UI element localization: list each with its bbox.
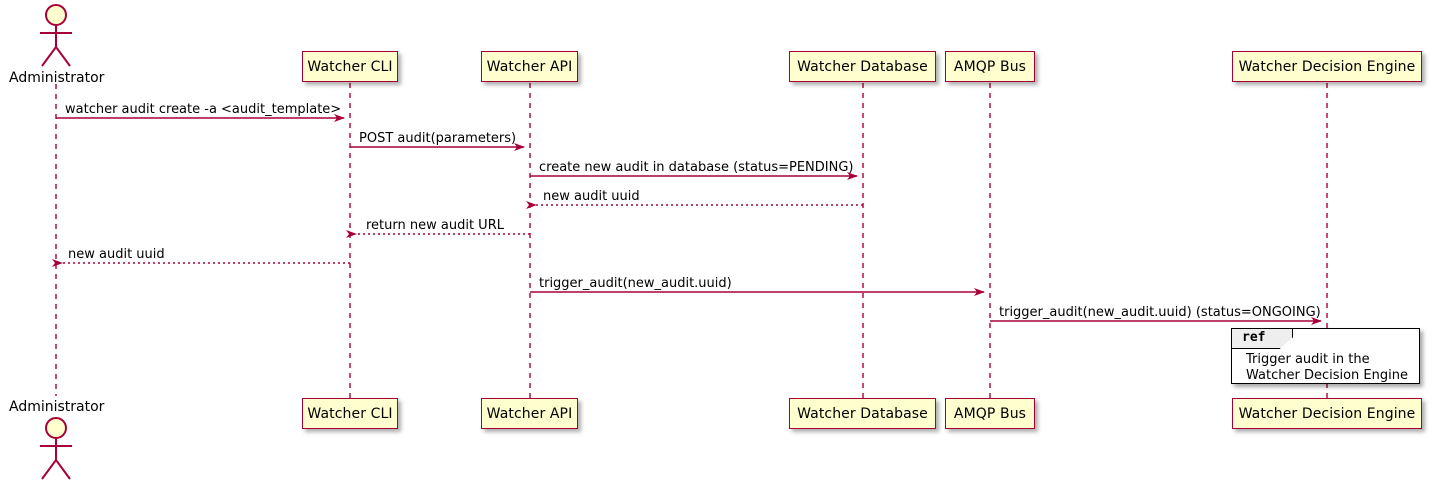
participant-label: Watcher CLI	[307, 58, 393, 75]
participant-label: Watcher API	[486, 58, 573, 75]
participant-box-watcher-cli-top[interactable]: Watcher CLI	[302, 51, 398, 82]
participant-box-watcher-database-bottom[interactable]: Watcher Database	[789, 398, 936, 429]
ref-fragment-line-2: Watcher Decision Engine	[1246, 368, 1408, 383]
ref-fragment-body: Trigger audit in the Watcher Decision En…	[1246, 352, 1408, 384]
participant-label: Watcher Decision Engine	[1238, 405, 1416, 422]
participant-box-amqp-bus-bottom[interactable]: AMQP Bus	[945, 398, 1035, 429]
message-label-trigger-audit-ongoing: trigger_audit(new_audit.uuid) (status=ON…	[999, 305, 1321, 320]
participant-box-watcher-cli-bottom[interactable]: Watcher CLI	[302, 398, 398, 429]
participant-label: Watcher Decision Engine	[1238, 58, 1416, 75]
message-label-create-new-audit: create new audit in database (status=PEN…	[539, 160, 854, 175]
actor-label-administrator-bottom: Administrator	[9, 399, 105, 415]
ref-fragment-tab-label: ref	[1242, 330, 1266, 345]
message-label-watcher-audit-create: watcher audit create -a <audit_template>	[65, 102, 342, 117]
actor-administrator-top	[40, 4, 72, 67]
ref-fragment-line-1: Trigger audit in the	[1246, 352, 1370, 367]
participant-label: AMQP Bus	[953, 405, 1027, 422]
participant-box-watcher-api-bottom[interactable]: Watcher API	[481, 398, 578, 429]
lifelines	[55, 83, 1328, 398]
participant-label: AMQP Bus	[953, 58, 1027, 75]
actor-label-administrator-top: Administrator	[9, 70, 105, 86]
participant-box-watcher-database-top[interactable]: Watcher Database	[789, 51, 936, 82]
message-label-trigger-audit: trigger_audit(new_audit.uuid)	[539, 276, 732, 291]
participant-box-watcher-decision-engine-top[interactable]: Watcher Decision Engine	[1232, 51, 1422, 82]
participant-label: Watcher CLI	[307, 405, 393, 422]
participant-label: Watcher API	[486, 405, 573, 422]
participant-box-watcher-decision-engine-bottom[interactable]: Watcher Decision Engine	[1232, 398, 1422, 429]
message-label-new-audit-uuid-cli: new audit uuid	[68, 247, 165, 262]
participant-label: Watcher Database	[797, 58, 928, 75]
message-label-new-audit-uuid-db: new audit uuid	[543, 189, 640, 204]
message-label-return-new-audit-url: return new audit URL	[366, 218, 504, 233]
ref-fragment-trigger-audit[interactable]: ref Trigger audit in the Watcher Decisio…	[1231, 328, 1420, 384]
participant-box-watcher-api-top[interactable]: Watcher API	[481, 51, 578, 82]
message-arrows	[52, 114, 1322, 325]
actor-administrator-bottom	[40, 417, 72, 480]
participant-box-amqp-bus-top[interactable]: AMQP Bus	[945, 51, 1035, 82]
participant-label: Watcher Database	[797, 405, 928, 422]
message-label-post-audit: POST audit(parameters)	[359, 131, 517, 146]
